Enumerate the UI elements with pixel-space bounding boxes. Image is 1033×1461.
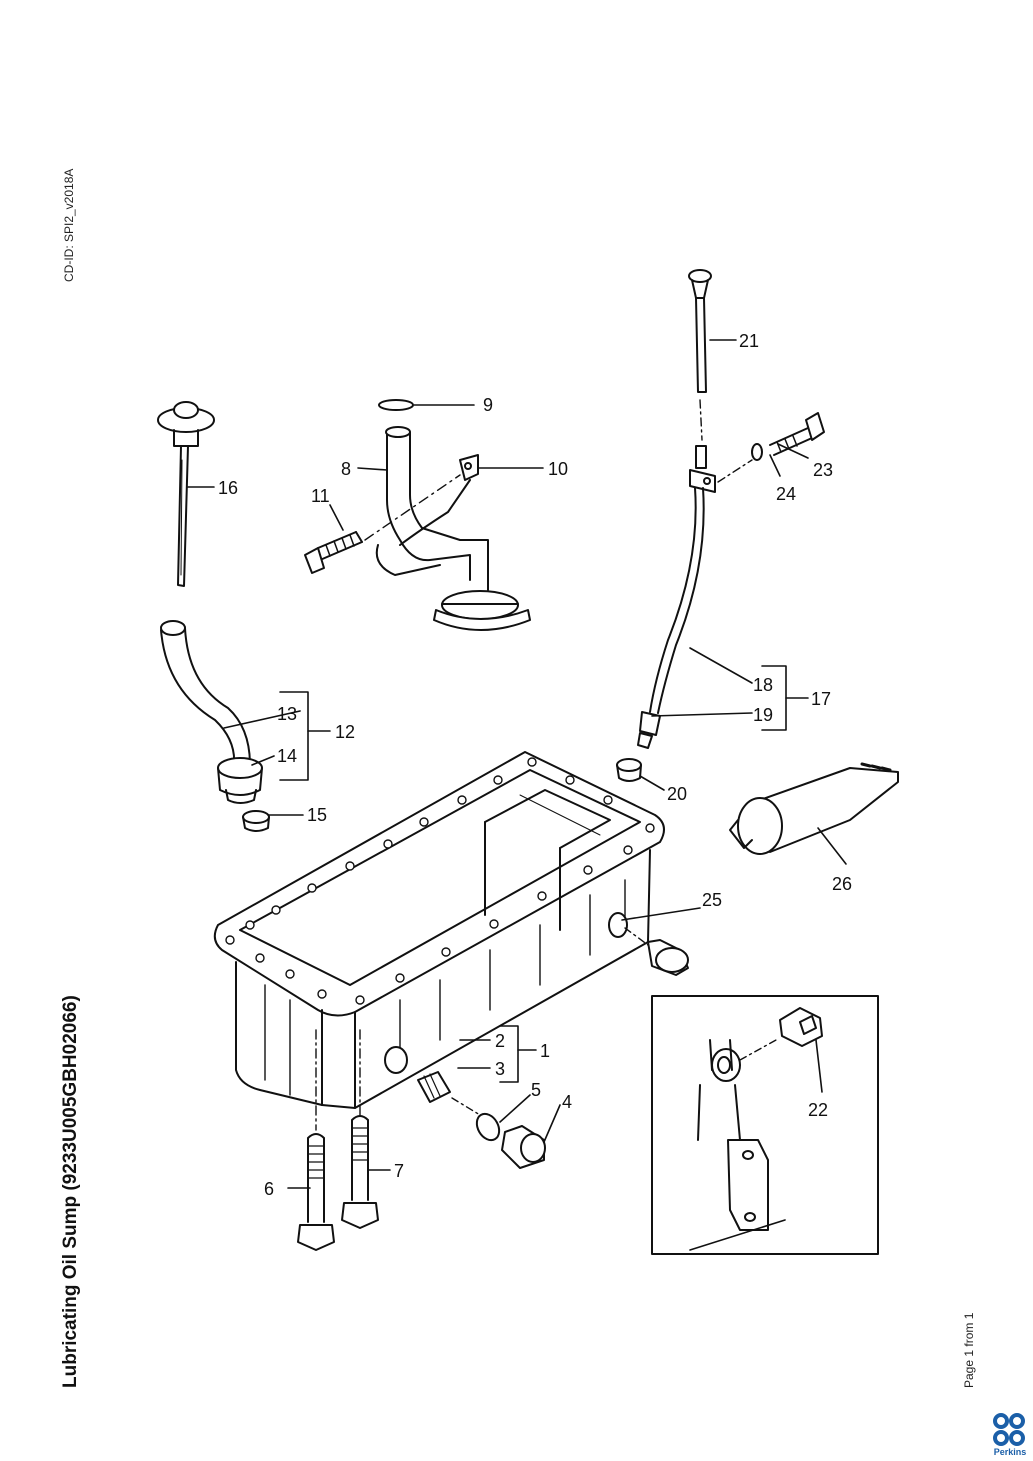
callout-2: 2 (495, 1031, 505, 1051)
callout-14: 14 (277, 746, 297, 766)
perkins-logo-icon (993, 1413, 1025, 1446)
callout-12: 12 (335, 722, 355, 742)
callout-26: 26 (832, 874, 852, 894)
perkins-logo: Perkins (990, 1412, 1030, 1458)
callout-18: 18 (753, 675, 773, 695)
callout-13: 13 (277, 704, 297, 724)
drain-plug-assembly (417, 1071, 546, 1169)
callout-16: 16 (218, 478, 238, 498)
leader-lines (187, 339, 847, 1189)
callout-19: 19 (753, 705, 773, 725)
callout-11: 11 (311, 486, 330, 506)
callout-21: 21 (739, 331, 759, 351)
sump-pan (213, 751, 665, 1109)
callout-15: 15 (307, 805, 327, 825)
callout-20: 20 (667, 784, 687, 804)
callout-5: 5 (531, 1080, 541, 1100)
callout-3: 3 (495, 1059, 505, 1079)
callout-25: 25 (702, 890, 722, 910)
dipstick-tube-assembly (637, 269, 825, 749)
callout-4: 4 (562, 1092, 572, 1112)
callout-22: 22 (808, 1100, 828, 1120)
callout-labels: 1 2 3 4 5 6 7 8 9 10 11 12 13 14 15 16 1… (218, 331, 852, 1199)
inset-detail (651, 995, 879, 1255)
plug-20 (616, 758, 642, 782)
callout-17: 17 (811, 689, 831, 709)
oil-strainer-assembly (304, 399, 531, 631)
filler-tube-assembly (160, 620, 270, 832)
callout-1: 1 (540, 1041, 550, 1061)
callout-6: 6 (264, 1179, 274, 1199)
callout-10: 10 (548, 459, 568, 479)
bolts-6-7 (297, 1029, 379, 1251)
callout-7: 7 (394, 1161, 404, 1181)
brand-name: Perkins (993, 1447, 1027, 1457)
callout-24: 24 (776, 484, 796, 504)
dipstick-16 (157, 401, 215, 587)
callout-23: 23 (813, 460, 833, 480)
plug-25 (624, 927, 689, 976)
callout-9: 9 (483, 395, 493, 415)
sealant-tube-26 (729, 762, 899, 855)
callout-8: 8 (341, 459, 351, 479)
